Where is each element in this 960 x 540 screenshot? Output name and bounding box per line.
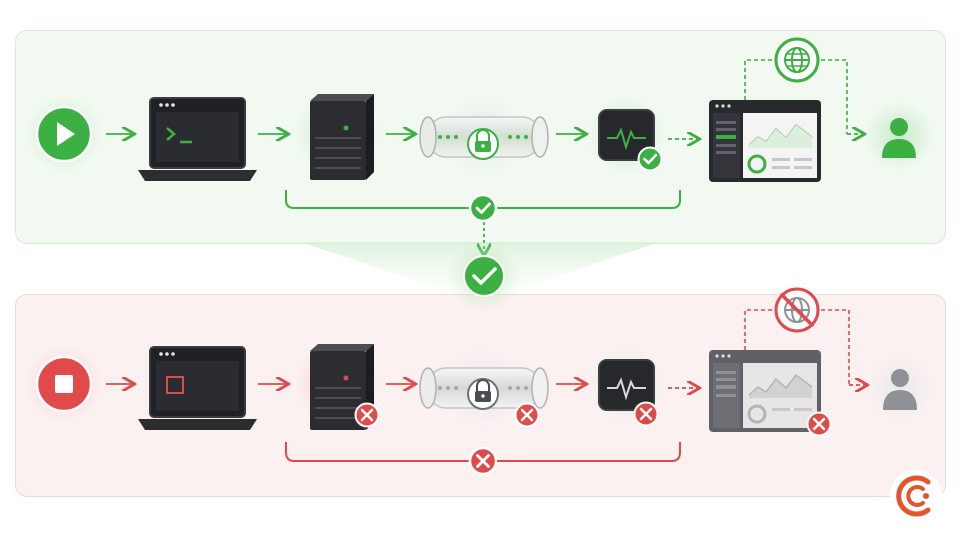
lock-icon [467,128,499,160]
dashboard [709,100,821,182]
pulse-icon [607,127,646,151]
summary-x-badge [468,446,498,476]
x-icon [360,408,374,422]
x-badge [514,402,540,428]
brand-c-logo [890,470,942,522]
stop-icon [166,376,184,394]
encrypted-tunnel [419,96,549,176]
transition-check-badge [448,240,520,312]
check-badge [637,146,663,172]
stop-button[interactable] [26,346,102,422]
start-button[interactable] [26,96,102,172]
user-avatar [866,354,934,422]
play-icon [57,122,75,146]
status-led [343,375,349,381]
server [295,342,380,430]
x-icon [520,408,534,422]
globe-icon [774,37,820,83]
x-badge [354,402,380,428]
check-icon [475,202,491,214]
failure-row [26,287,934,476]
stop-icon [55,375,73,393]
x-icon [476,454,490,468]
x-badge [633,401,659,427]
x-icon [812,417,826,431]
status-led [343,125,349,131]
monitor [588,97,664,173]
check-icon [643,153,658,165]
terminal-prompt-icon [166,127,176,141]
x-badge [806,411,832,437]
terminal-laptop [138,97,257,181]
encrypted-tunnel [419,348,549,428]
check-icon [472,267,497,285]
x-icon [639,407,653,421]
summary-check-badge [468,193,498,223]
server [295,92,379,180]
globe-blocked-icon [774,287,820,333]
success-row [26,37,933,223]
user-avatar [865,102,933,170]
monitor [588,347,664,427]
lock-icon [467,378,499,410]
dashboard [709,350,832,437]
terminal-laptop [138,346,257,430]
pulse-icon [607,377,646,401]
